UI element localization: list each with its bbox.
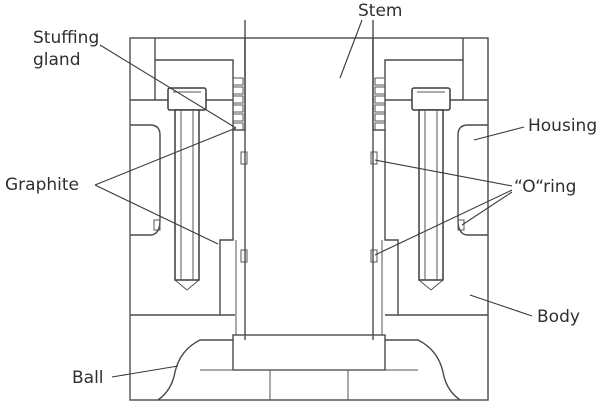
label-body: Body bbox=[537, 307, 580, 327]
stem bbox=[232, 20, 386, 371]
label-stuffing-gland-line2: gland bbox=[33, 50, 81, 70]
o-ring-seats bbox=[153, 151, 465, 263]
label-stuffing-gland-line1: Stuffing bbox=[33, 28, 99, 48]
body-bore bbox=[219, 130, 399, 335]
bolt-left bbox=[167, 87, 207, 291]
ball bbox=[157, 339, 461, 401]
graphite-packing-left bbox=[232, 77, 244, 131]
label-stem: Stem bbox=[358, 1, 402, 21]
label-graphite: Graphite bbox=[5, 175, 79, 195]
bolt-right bbox=[411, 87, 451, 291]
leader-lines bbox=[94, 19, 533, 378]
label-housing: Housing bbox=[528, 116, 597, 136]
housing bbox=[129, 38, 488, 400]
graphite-packing-right bbox=[374, 77, 386, 131]
label-ball: Ball bbox=[72, 368, 104, 388]
label-o-ring: “O“ring bbox=[514, 177, 576, 197]
